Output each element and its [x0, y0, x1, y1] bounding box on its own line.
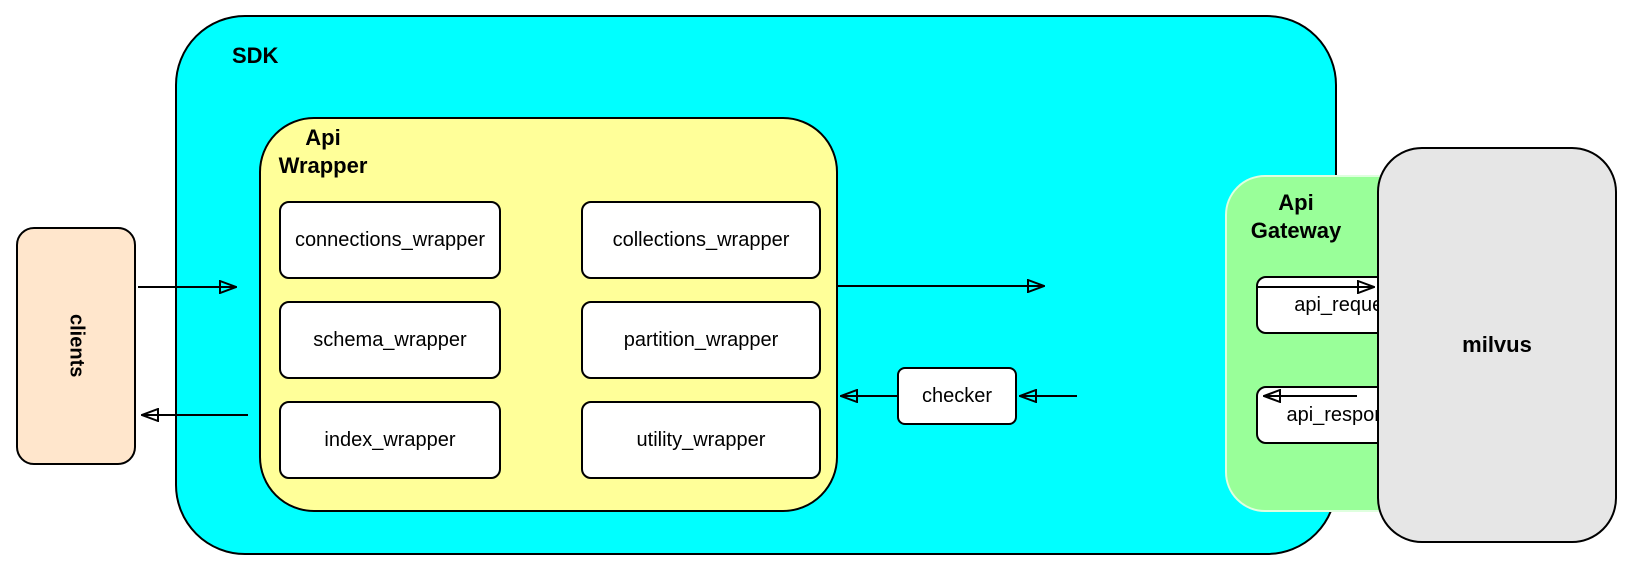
sdk-label: SDK	[232, 43, 279, 68]
wrapper-box-connections: connections_wrapper	[279, 201, 501, 279]
wrapper-box-partition: partition_wrapper	[581, 301, 821, 379]
api-wrapper-container: Api Wrapper connections_wrapper collecti…	[259, 117, 838, 512]
wrapper-box-schema: schema_wrapper	[279, 301, 501, 379]
checker-node: checker	[897, 367, 1017, 425]
milvus-label: milvus	[1462, 332, 1532, 357]
wrapper-box-utility: utility_wrapper	[581, 401, 821, 479]
milvus-node: milvus	[1377, 147, 1617, 543]
api-gateway-label-line2: Gateway	[1250, 218, 1342, 243]
clients-node: clients	[16, 227, 136, 465]
api-gateway-label-line1: Api	[1278, 190, 1314, 215]
api-wrapper-label-line1: Api	[305, 125, 341, 150]
api-wrapper-label-line2: Wrapper	[278, 153, 368, 178]
api-gateway-label: Api Gateway	[1243, 189, 1349, 245]
wrapper-box-collections: collections_wrapper	[581, 201, 821, 279]
sdk-container: SDK Api Wrapper connections_wrapper coll…	[175, 15, 1464, 555]
clients-label: clients	[65, 314, 88, 378]
api-wrapper-label: Api Wrapper	[271, 124, 375, 180]
wrapper-box-index: index_wrapper	[279, 401, 501, 479]
wrapper-grid: connections_wrapper collections_wrapper …	[279, 201, 821, 479]
